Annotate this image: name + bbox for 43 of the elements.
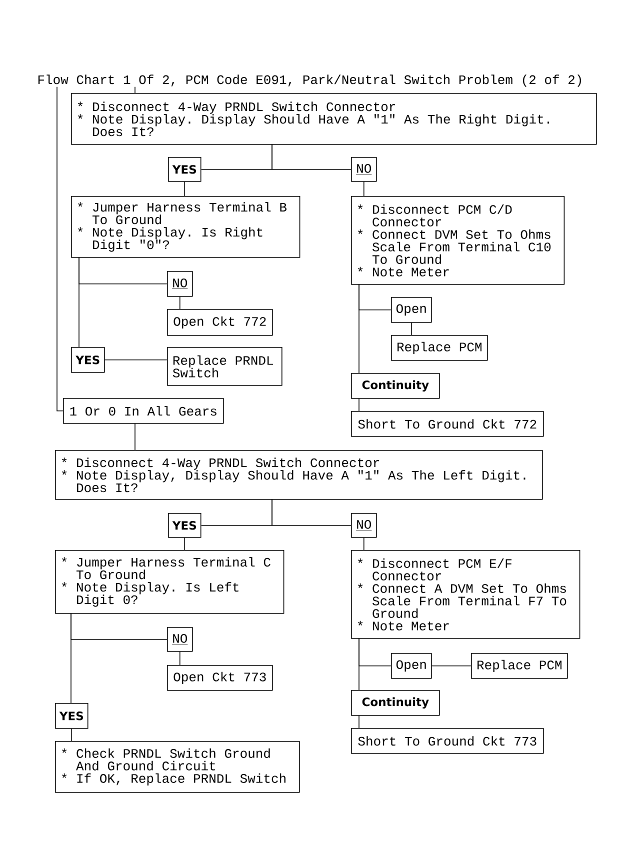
step-box: Open Ckt 773 bbox=[167, 665, 273, 691]
connector-line bbox=[134, 86, 136, 94]
branch-label-box: YES bbox=[168, 157, 202, 182]
branch-label-box: Continuity bbox=[351, 373, 440, 399]
instruction-box: * Check PRNDL Switch Ground And Ground Circuit * If OK, Replace PRNDL Switch bbox=[55, 741, 300, 793]
branch-label-box: YES bbox=[55, 703, 88, 729]
instruction-box: * Disconnect PCM C/D Connector * Connect DVM Set To Ohms Scale From Terminal C10 To Ground * Note Meter bbox=[351, 196, 565, 285]
connector-line bbox=[56, 86, 64, 412]
instruction-box: * Jumper Harness Terminal B To Ground * Note Display. Is Right Digit "0"? bbox=[71, 196, 300, 258]
step-box: Open bbox=[391, 653, 432, 679]
branch-label-box: NO bbox=[351, 157, 377, 182]
connector-line bbox=[184, 537, 186, 550]
step-box: Replace PCM bbox=[471, 653, 568, 679]
step-box: 1 Or 0 In All Gears bbox=[63, 398, 224, 424]
instruction-box: * Disconnect 4-Way PRNDL Switch Connector * Note Display, Display Should Have A "1" As The Left Digit. Does It? bbox=[55, 450, 543, 500]
connector-line bbox=[71, 728, 72, 742]
connector-line bbox=[70, 613, 72, 704]
connector-line bbox=[358, 284, 360, 374]
instruction-box: * Jumper Harness Terminal C To Ground * Note Display. Is Left Digit 0? bbox=[55, 550, 284, 614]
step-box: Open bbox=[391, 297, 432, 323]
branch-label-box: NO bbox=[167, 271, 193, 297]
branch-label-box: YES bbox=[71, 347, 105, 373]
step-box: Short To Ground Ckt 773 bbox=[351, 728, 544, 754]
connector-line bbox=[184, 181, 186, 196]
step-box: Replace PCM bbox=[391, 335, 488, 361]
connector-line bbox=[358, 638, 360, 690]
instruction-box: * Disconnect PCM E/F Connector * Connect A DVM Set To Ohms Scale From Terminal F7 To Ground * Note Meter bbox=[351, 550, 580, 639]
chart-title: Flow Chart 1 Of 2, PCM Code E091, Park/Neutral Switch Problem (2 of 2) bbox=[38, 74, 582, 87]
connector-line bbox=[411, 322, 412, 336]
connector-line bbox=[358, 398, 360, 412]
step-box: Open Ckt 772 bbox=[167, 309, 273, 336]
connector-line bbox=[358, 715, 360, 728]
instruction-box: * Disconnect 4-Way PRNDL Switch Connector * Note Display. Display Should Have A "1" As The Right Digit. Does It? bbox=[71, 93, 597, 145]
branch-label-box: Continuity bbox=[351, 690, 440, 716]
step-box: Short To Ground Ckt 772 bbox=[351, 411, 544, 437]
connector-line bbox=[272, 144, 352, 170]
step-box: Replace PRNDL Switch bbox=[167, 347, 282, 386]
branch-label-box: NO bbox=[167, 627, 193, 652]
connector-line bbox=[272, 499, 352, 526]
connector-line bbox=[134, 423, 136, 450]
branch-label-box: NO bbox=[351, 513, 377, 538]
branch-label-box: YES bbox=[168, 513, 202, 538]
connector-line bbox=[78, 257, 80, 348]
